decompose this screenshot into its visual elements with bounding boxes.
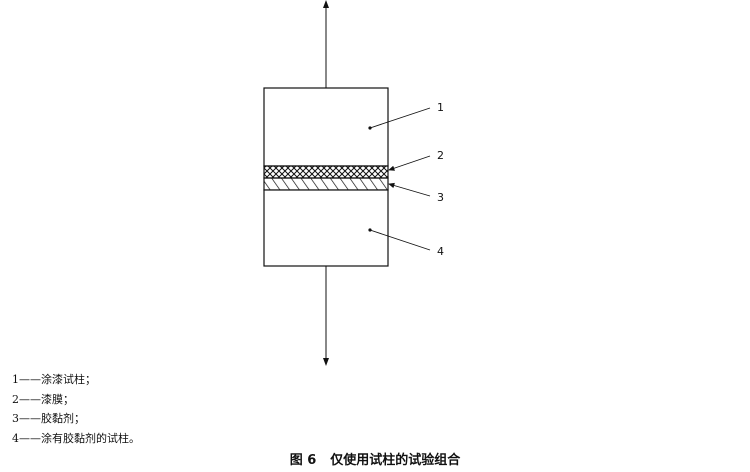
legend-item-3: 3——胶黏剂； bbox=[12, 409, 140, 429]
test-assembly-diagram: 1 2 3 4 bbox=[263, 0, 444, 366]
adhesive-coated-test-column bbox=[263, 189, 389, 267]
legend-item-4: 4——涂有胶黏剂的试柱。 bbox=[12, 429, 140, 449]
legend-number: 1 bbox=[12, 373, 19, 386]
legend-text: 漆膜； bbox=[41, 392, 74, 406]
legend-item-1: 1——涂漆试柱； bbox=[12, 370, 140, 390]
legend-separator: —— bbox=[19, 412, 41, 425]
legend-number: 2 bbox=[12, 392, 19, 406]
figure-number: 图 6 bbox=[289, 453, 317, 468]
legend-number: 4 bbox=[12, 431, 19, 445]
leader-line-4 bbox=[368, 228, 431, 251]
leader-line-2 bbox=[388, 155, 431, 171]
legend-separator: —— bbox=[19, 373, 41, 386]
legend-separator: —— bbox=[19, 392, 41, 406]
leader-line-3 bbox=[388, 182, 431, 197]
figure-title: 仅使用试柱的试验组合 bbox=[330, 453, 461, 468]
callout-number-1: 1 bbox=[437, 101, 444, 114]
legend-separator: —— bbox=[19, 431, 41, 445]
callout-number-4: 4 bbox=[437, 245, 444, 258]
painted-test-column bbox=[263, 87, 389, 167]
legend-text: 涂有胶黏剂的试柱。 bbox=[41, 431, 140, 445]
legend-number: 3 bbox=[12, 412, 19, 425]
adhesive-layer bbox=[263, 177, 389, 191]
callout-number-3: 3 bbox=[437, 191, 444, 204]
paint-film-layer bbox=[263, 165, 389, 179]
legend-item-2: 2——漆膜； bbox=[12, 390, 140, 410]
figure-caption: 图 6 仅使用试柱的试验组合 bbox=[0, 449, 750, 468]
legend-text: 涂漆试柱； bbox=[41, 373, 96, 386]
legend: 1——涂漆试柱； 2——漆膜； 3——胶黏剂； 4——涂有胶黏剂的试柱。 bbox=[12, 370, 140, 448]
legend-text: 胶黏剂； bbox=[41, 412, 85, 425]
leader-line-1 bbox=[368, 107, 431, 130]
callout-number-2: 2 bbox=[437, 149, 444, 162]
